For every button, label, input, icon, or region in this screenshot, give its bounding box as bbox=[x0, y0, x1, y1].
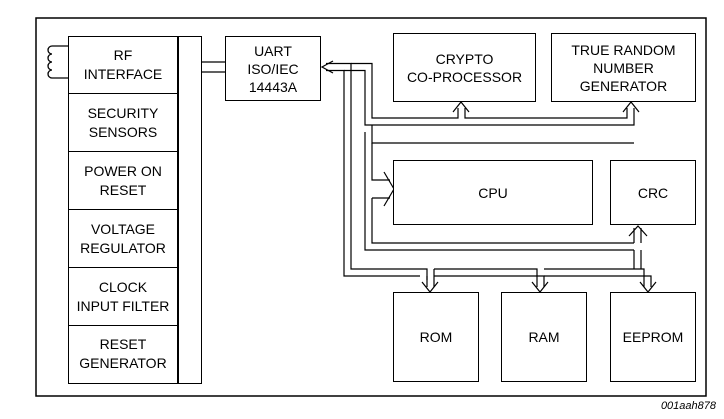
antenna-coil-icon bbox=[47, 45, 68, 79]
uart-block: UART ISO/IEC 14443A bbox=[225, 36, 321, 101]
figure-id: 001aah878 bbox=[660, 400, 716, 412]
clock-input-filter-block: CLOCK INPUT FILTER bbox=[69, 268, 177, 326]
voltage-regulator-block: VOLTAGE REGULATOR bbox=[69, 210, 177, 268]
security-sensors-block: SECURITY SENSORS bbox=[69, 94, 177, 152]
power-on-reset-block: POWER ON RESET bbox=[69, 152, 177, 210]
rf-interface-block: RF INTERFACE bbox=[69, 37, 177, 94]
left-peripheral-column: RF INTERFACE SECURITY SENSORS POWER ON R… bbox=[68, 36, 202, 384]
crc-block: CRC bbox=[610, 160, 696, 225]
outer-frame bbox=[35, 17, 707, 397]
trng-block: TRUE RANDOM NUMBER GENERATOR bbox=[551, 33, 696, 102]
column-strip bbox=[177, 37, 179, 383]
reset-generator-block: RESET GENERATOR bbox=[79, 336, 167, 371]
eeprom-block: EEPROM bbox=[610, 292, 696, 382]
crypto-coprocessor-block: CRYPTO CO-PROCESSOR bbox=[393, 33, 536, 102]
rom-block: ROM bbox=[393, 292, 479, 382]
cpu-block: CPU bbox=[393, 160, 593, 225]
internal-bus bbox=[320, 60, 657, 293]
ram-block: RAM bbox=[501, 292, 587, 382]
